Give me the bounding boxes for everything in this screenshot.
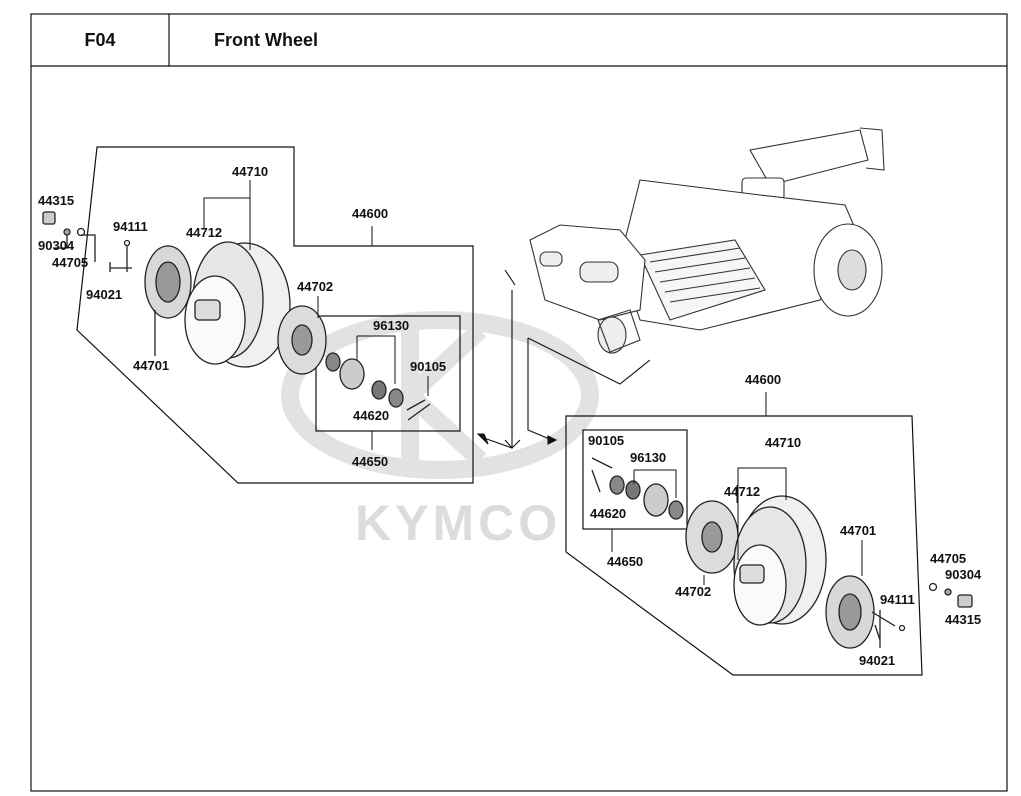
- right-leader-lines: [611, 392, 863, 585]
- right-labels: 44600 90105 96130 44620 44650 44710 4471…: [588, 372, 982, 668]
- right-assembly-outline: [565, 415, 923, 676]
- label-44315-right: 44315: [945, 612, 981, 627]
- label-90105-left: 90105: [410, 359, 446, 374]
- label-44712-right: 44712: [724, 484, 760, 499]
- label-44315-left: 44315: [38, 193, 74, 208]
- label-94111-left: 94111: [113, 219, 148, 234]
- left-labels: 44315 90304 44705 94111 94021 44712 4471…: [38, 164, 446, 469]
- kymco-watermark: KYMCO: [281, 311, 599, 551]
- watermark-text: KYMCO: [355, 495, 561, 551]
- label-94021-left: 94021: [86, 287, 122, 302]
- label-90105-right: 90105: [588, 433, 624, 448]
- label-44650-right: 44650: [607, 554, 643, 569]
- label-44705-left: 44705: [52, 255, 88, 270]
- assembly-pointers: [476, 269, 651, 449]
- label-44702-left: 44702: [297, 279, 333, 294]
- label-96130-right: 96130: [630, 450, 666, 465]
- frame-borders: [30, 13, 1008, 792]
- label-44702-right: 44702: [675, 584, 711, 599]
- scooter-illustration: [529, 127, 885, 354]
- label-94021-right: 94021: [859, 653, 895, 668]
- label-44620-right: 44620: [590, 506, 626, 521]
- left-parts-drawings: [42, 211, 431, 421]
- page-title: Front Wheel: [214, 29, 318, 50]
- label-44712-left: 44712: [186, 225, 222, 240]
- right-parts-drawings: [591, 457, 973, 649]
- label-44620-left: 44620: [353, 408, 389, 423]
- left-assembly-outline: [76, 146, 474, 484]
- label-44701-right: 44701: [840, 523, 876, 538]
- label-44710-left: 44710: [232, 164, 268, 179]
- label-90304-left: 90304: [38, 238, 75, 253]
- label-44710-right: 44710: [765, 435, 801, 450]
- label-94111-right: 94111: [880, 592, 915, 607]
- label-44701-left: 44701: [133, 358, 169, 373]
- label-90304-right: 90304: [945, 567, 982, 582]
- label-44705-right: 44705: [930, 551, 966, 566]
- label-44600-left: 44600: [352, 206, 388, 221]
- section-code: F04: [84, 29, 116, 50]
- label-96130-left: 96130: [373, 318, 409, 333]
- label-44600-right: 44600: [745, 372, 781, 387]
- left-leader-lines: [203, 180, 429, 450]
- label-44650-left: 44650: [352, 454, 388, 469]
